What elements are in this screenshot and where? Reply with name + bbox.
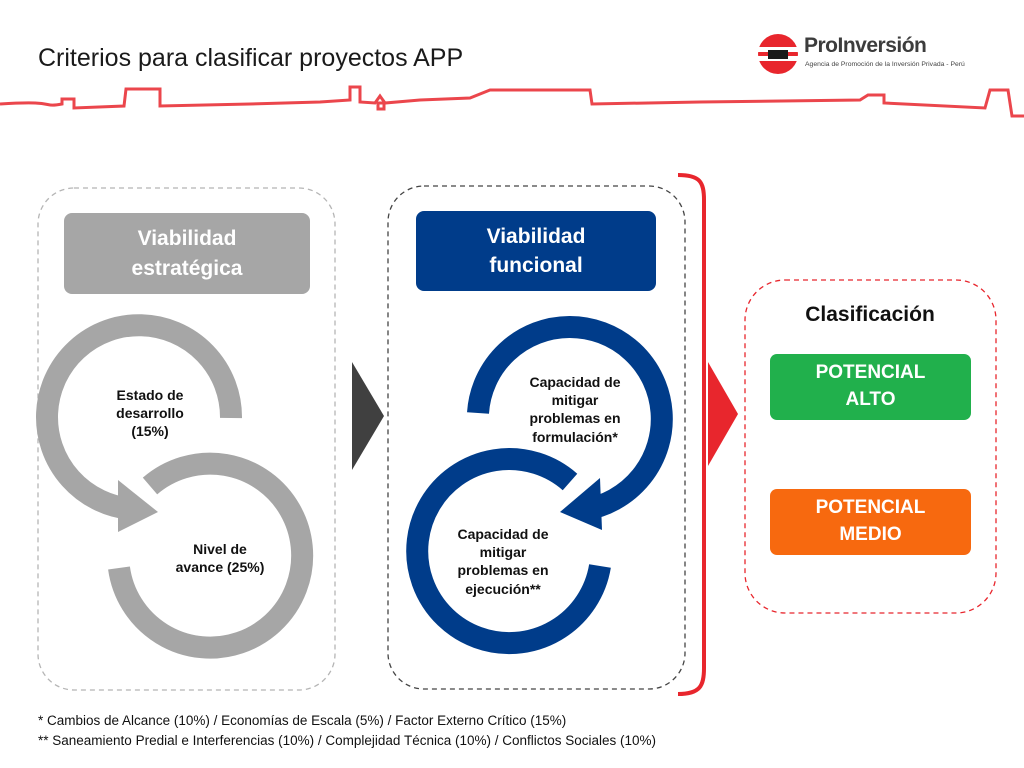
- potential-medium-badge: POTENCIAL MEDIO: [770, 489, 971, 555]
- functional-arrow-head-1: [560, 478, 602, 530]
- badge-line: MEDIO: [839, 524, 902, 545]
- strategic-title-line1: Viabilidad: [137, 227, 237, 251]
- functional-ring-bottom: [406, 448, 611, 655]
- footnote-execution: ** Saneamiento Predial e Interferencias …: [38, 733, 657, 748]
- logo-name: ProInversión: [804, 34, 927, 57]
- strategic-ring-bottom: [108, 452, 314, 659]
- page-title: Criterios para clasificar proyectos APP: [38, 44, 464, 72]
- strategic-title-line2: estratégica: [131, 256, 243, 280]
- label-nivel-avance: Nivel de avance (25%): [160, 540, 280, 576]
- strategic-viability-header: Viabilidad estratégica: [64, 213, 310, 294]
- label-capacidad-ejecucion: Capacidad de mitigar problemas en ejecuc…: [433, 525, 573, 598]
- functional-title-line1: Viabilidad: [486, 224, 586, 248]
- functional-ring-top: [467, 316, 673, 521]
- strategic-arrow-head-1: [118, 480, 158, 532]
- label-line: avance (25%): [175, 559, 265, 576]
- skyline-divider: [0, 85, 1024, 118]
- label-line: Capacidad de: [529, 374, 621, 390]
- to-classification-arrow: [708, 362, 738, 466]
- label-line: problemas en: [529, 410, 621, 427]
- label-estado-desarrollo: Estado de desarrollo (15%): [92, 386, 208, 441]
- badge-line: POTENCIAL: [815, 362, 926, 384]
- label-line: mitigar: [479, 544, 527, 561]
- red-bracket: [677, 173, 706, 696]
- classification-container: [744, 279, 997, 614]
- label-line: formulación*: [532, 428, 618, 445]
- label-line: problemas en: [457, 562, 549, 579]
- strategic-ring-top: [36, 314, 243, 520]
- footnote-formulation: * Cambios de Alcance (10%) / Economías d…: [38, 713, 567, 728]
- next-step-arrow: [352, 362, 384, 470]
- label-line: (15%): [131, 423, 169, 440]
- badge-line: POTENCIAL: [815, 497, 926, 519]
- functional-container: [387, 185, 686, 690]
- potential-high-badge: POTENCIAL ALTO: [770, 354, 971, 420]
- functional-viability-header: Viabilidad funcional: [416, 211, 656, 291]
- label-line: Nivel de: [193, 541, 247, 557]
- label-line: ejecución**: [465, 580, 541, 597]
- label-capacidad-formulacion: Capacidad de mitigar problemas en formul…: [505, 373, 645, 446]
- classification-title: Clasificación: [805, 303, 935, 326]
- strategic-container: [37, 187, 336, 691]
- badge-line: ALTO: [845, 389, 896, 410]
- functional-title-line2: funcional: [489, 254, 583, 277]
- label-line: mitigar: [551, 392, 599, 409]
- label-line: Estado de: [116, 387, 184, 403]
- proinversion-logo: [758, 34, 798, 74]
- logo-subtitle: Agencia de Promoción de la Inversión Pri…: [805, 61, 965, 68]
- label-line: desarrollo: [116, 405, 184, 422]
- label-line: Capacidad de: [457, 526, 549, 542]
